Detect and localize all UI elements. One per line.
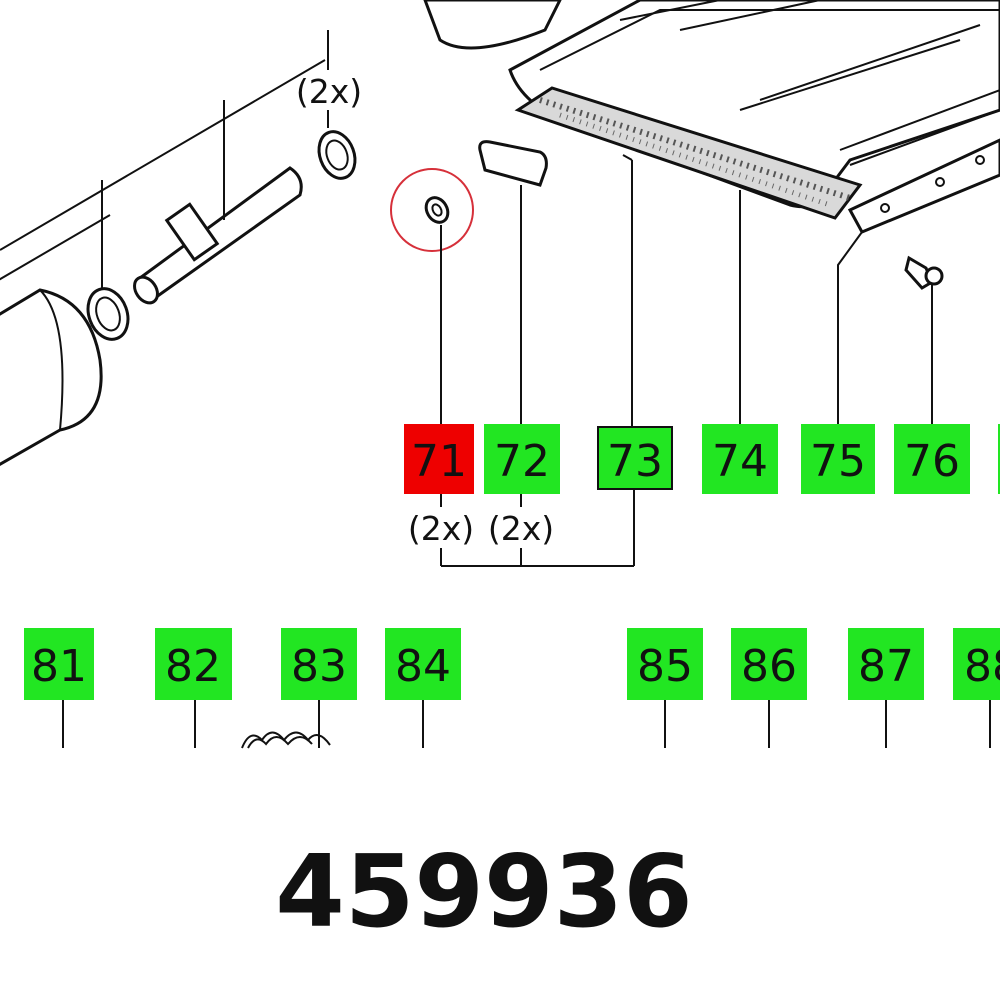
- felt-pad-drawing: [514, 86, 863, 220]
- highlight-circle: [390, 168, 474, 252]
- base-plate-drawing: [423, 0, 1000, 234]
- motor-housing-drawing: [0, 59, 326, 467]
- washer-qty-label: (2x): [296, 72, 362, 111]
- leader-lines-top: [622, 154, 863, 430]
- lower-leader-lines: [62, 700, 991, 748]
- callout-72[interactable]: 72: [484, 424, 560, 494]
- callout-76[interactable]: 76: [894, 424, 970, 494]
- callout-87[interactable]: 87: [848, 628, 924, 700]
- part-number: 459936: [275, 833, 692, 950]
- left-leader-lines: [101, 30, 329, 290]
- svg-text:87: 87: [858, 641, 914, 692]
- callout-85[interactable]: 85: [627, 628, 703, 700]
- svg-text:73: 73: [607, 436, 663, 487]
- callout-74[interactable]: 74: [702, 424, 778, 494]
- rubber-pad-drawing: [478, 140, 548, 187]
- svg-text:88: 88: [964, 641, 1000, 692]
- svg-text:82: 82: [165, 641, 221, 692]
- callout-73[interactable]: 73: [597, 426, 673, 490]
- svg-text:74: 74: [712, 436, 768, 487]
- callout-83[interactable]: 83: [281, 628, 357, 700]
- washer-large-drawing: [86, 287, 130, 341]
- svg-text:86: 86: [741, 641, 797, 692]
- spring-drawing: [241, 731, 331, 749]
- nut-drawing: [424, 196, 450, 224]
- callout-88[interactable]: 88: [953, 628, 1000, 700]
- qty-label-71: (2x): [408, 509, 474, 548]
- svg-text:81: 81: [31, 641, 87, 692]
- kit-bracket-lines: [440, 490, 635, 567]
- screw-drawing: [904, 255, 944, 425]
- callout-84[interactable]: 84: [385, 628, 461, 700]
- callout-82[interactable]: 82: [155, 628, 232, 700]
- qty-label-72: (2x): [488, 509, 554, 548]
- svg-text:83: 83: [291, 641, 347, 692]
- washer-small-drawing: [317, 130, 357, 180]
- svg-text:71: 71: [411, 436, 467, 487]
- svg-text:85: 85: [637, 641, 693, 692]
- callout-75[interactable]: 75: [801, 424, 875, 494]
- callout-86[interactable]: 86: [731, 628, 807, 700]
- callout-71[interactable]: 71: [404, 424, 474, 494]
- svg-text:76: 76: [904, 436, 960, 487]
- callout-partial-edge: [998, 424, 1000, 494]
- shaft-drawing: [133, 166, 303, 305]
- svg-text:75: 75: [810, 436, 866, 487]
- svg-text:72: 72: [494, 436, 550, 487]
- svg-text:84: 84: [395, 641, 451, 692]
- callout-81[interactable]: 81: [24, 628, 94, 700]
